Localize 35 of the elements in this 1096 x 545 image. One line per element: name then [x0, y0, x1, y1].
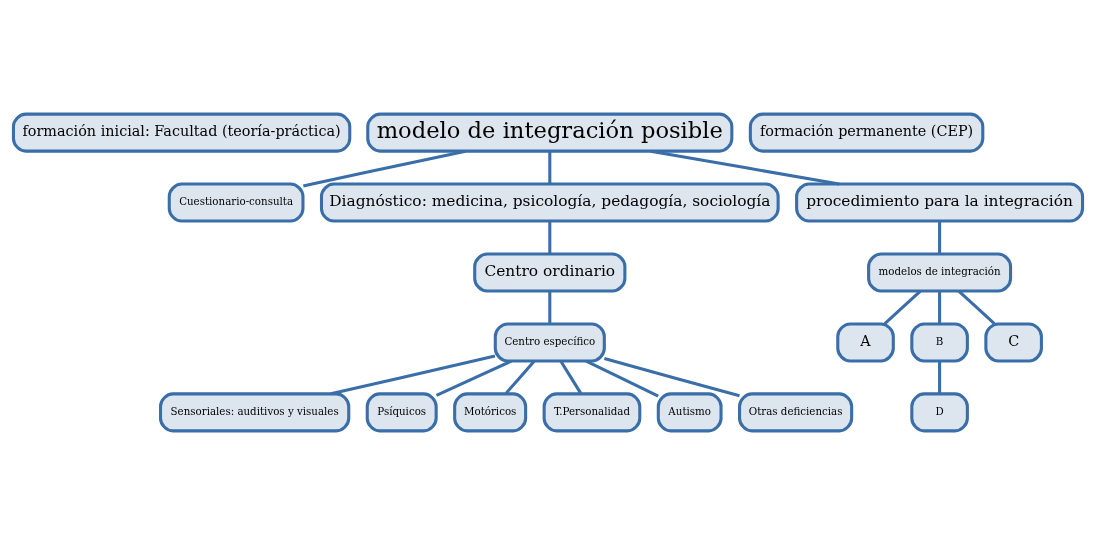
- node-box: modelo de integración posible: [366, 112, 734, 153]
- node-box: Centro específico: [493, 322, 606, 363]
- node-box: formación permanente (CEP): [748, 112, 985, 153]
- node-box: formación inicial: Facultad (teoría-práctica): [11, 112, 352, 153]
- node-box: procedimiento para la integración: [795, 182, 1085, 223]
- node-box: Autismo: [656, 392, 723, 433]
- node-box: Centro ordinario: [473, 252, 627, 293]
- connector: [938, 361, 942, 394]
- node-box: Motóricos: [453, 392, 528, 433]
- node-box: A: [836, 322, 895, 363]
- node-box: modelos de integración: [867, 252, 1013, 293]
- connector: [958, 290, 996, 325]
- node-box: T.Personalidad: [542, 392, 642, 433]
- connector: [938, 291, 942, 324]
- connector: [650, 149, 840, 186]
- connector: [603, 357, 740, 398]
- connector: [435, 359, 512, 397]
- connector: [548, 221, 552, 254]
- connector: [559, 360, 583, 395]
- node-box: B: [910, 322, 969, 363]
- connector: [938, 221, 942, 254]
- connector: [330, 354, 496, 396]
- node-box: Otras deficiencias: [738, 392, 854, 433]
- node-box: Psíquicos: [365, 392, 438, 433]
- connector: [548, 291, 552, 324]
- node-box: C: [984, 322, 1043, 363]
- connector: [504, 360, 536, 395]
- connector: [883, 290, 922, 325]
- connector: [303, 149, 466, 188]
- connector: [548, 151, 552, 184]
- node-box: D: [910, 392, 969, 433]
- connector: [585, 359, 659, 398]
- node-box: Cuestionario-consulta: [167, 182, 305, 223]
- node-box: Sensoriales: auditivos y visuales: [158, 392, 351, 433]
- node-box: Diagnóstico: medicina, psicología, pedagogía, sociología: [319, 182, 780, 223]
